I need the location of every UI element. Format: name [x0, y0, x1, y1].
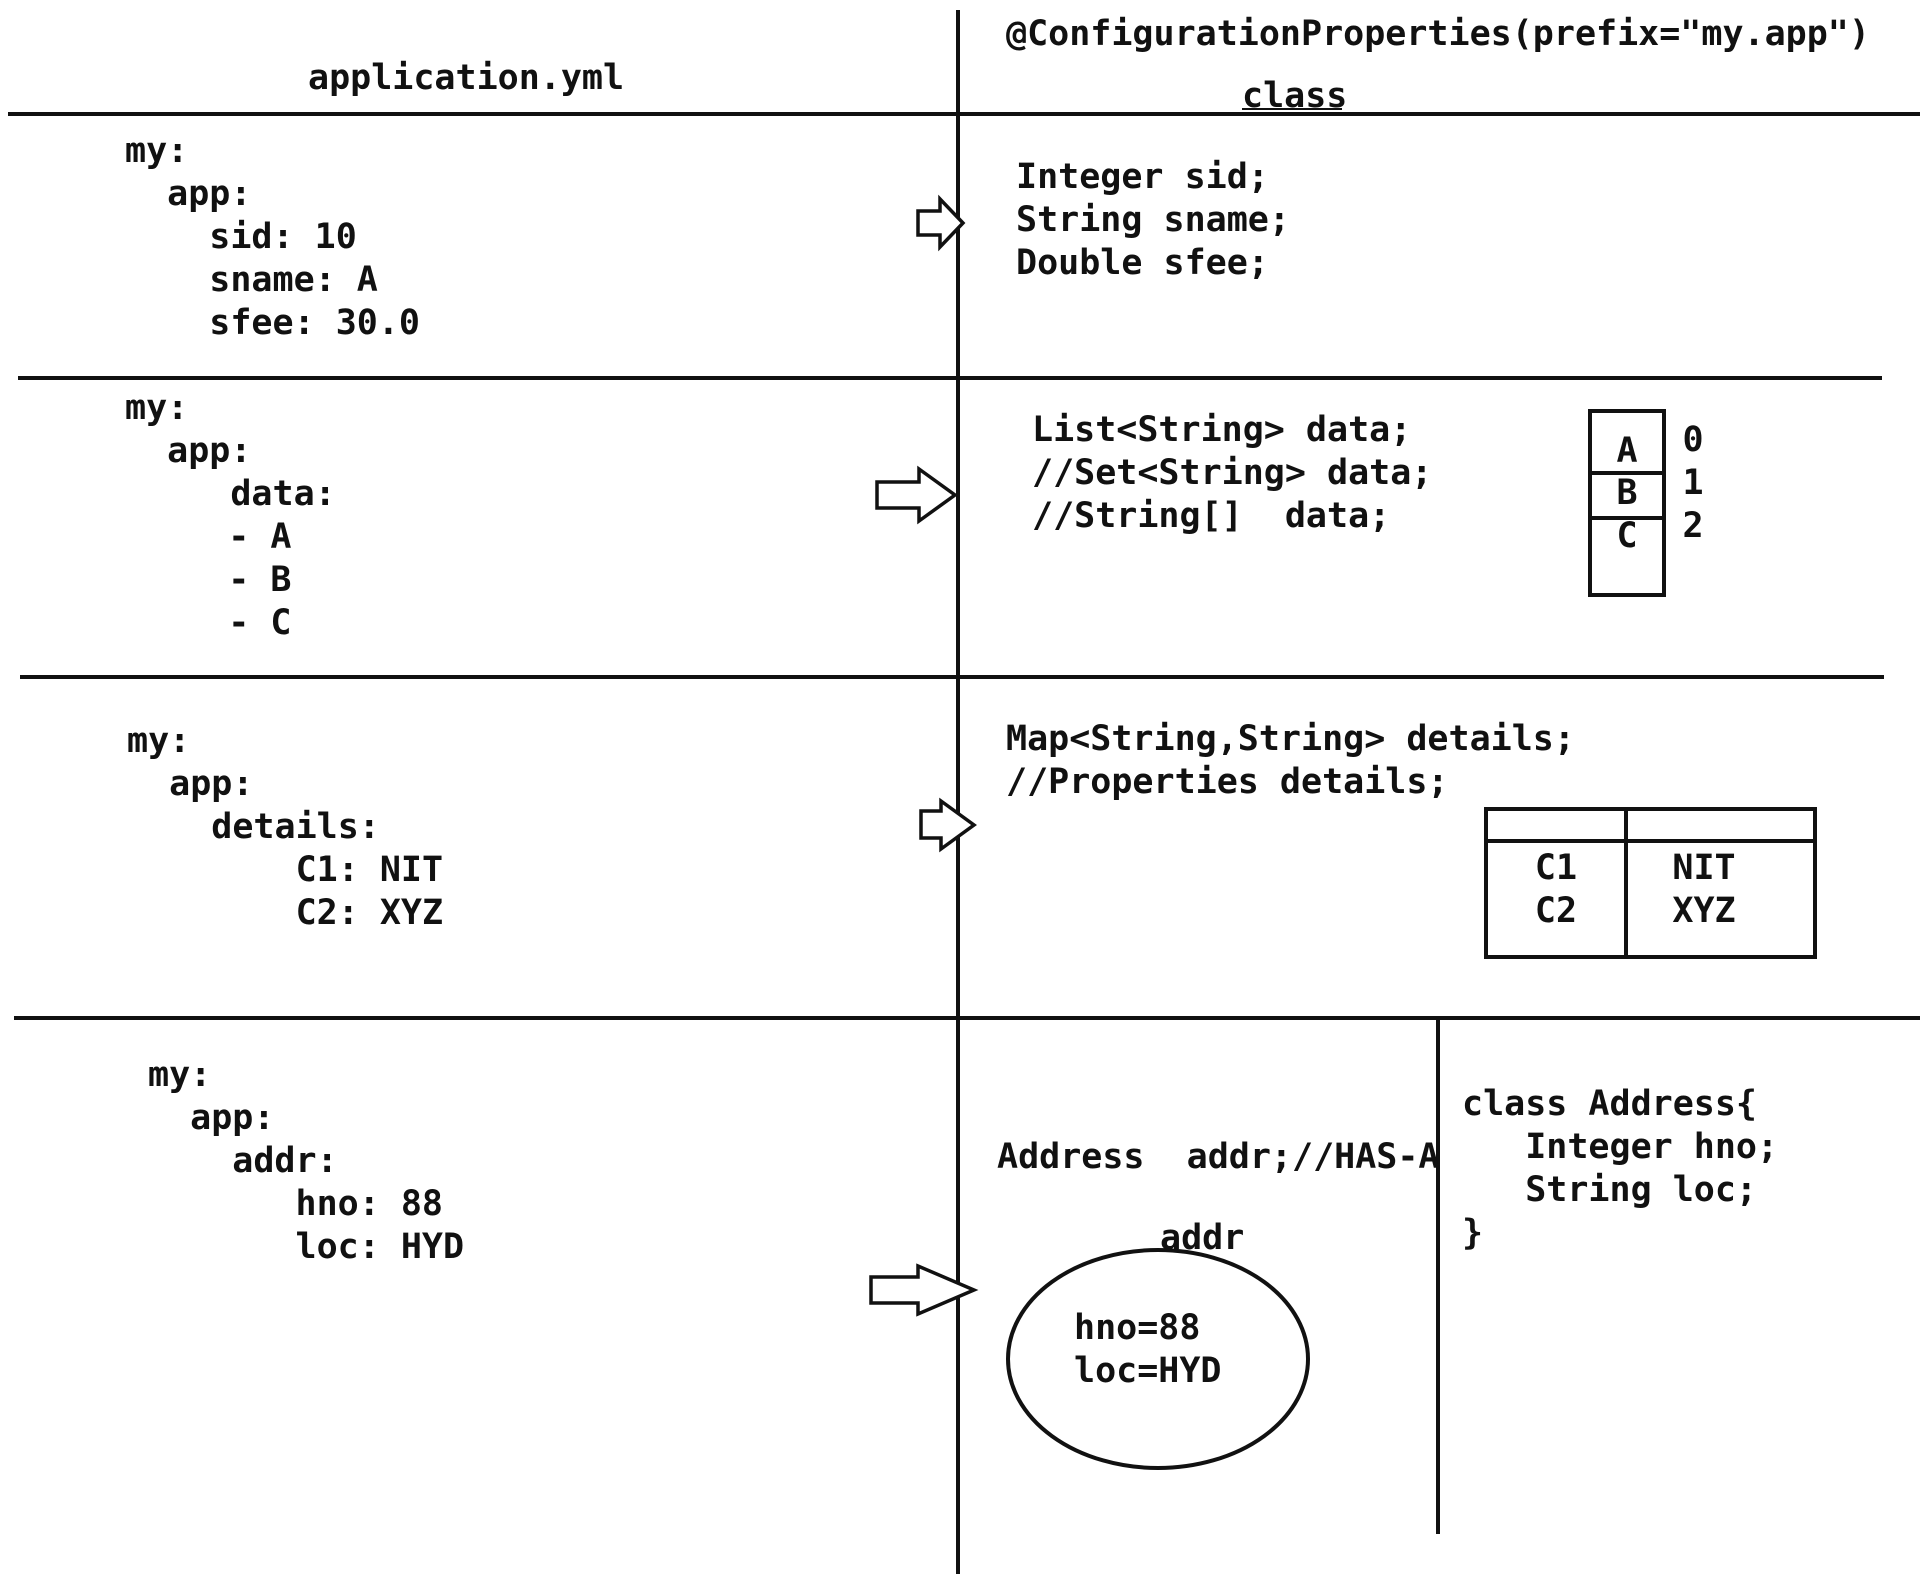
- java-line: //String[] data;: [1032, 496, 1391, 536]
- java-line: Map<String,String> details;: [1006, 719, 1575, 759]
- java-line: Double sfee;: [1016, 243, 1269, 283]
- class-def-line: String loc;: [1462, 1170, 1758, 1210]
- addr-object-ellipse: [1006, 1248, 1310, 1470]
- yaml-line: my:: [125, 131, 189, 171]
- array-value: A: [1616, 431, 1638, 471]
- map-key: C1: [1534, 848, 1578, 888]
- yaml-line: - C: [144, 603, 292, 643]
- map-key: C2: [1534, 891, 1578, 931]
- array-value: B: [1616, 473, 1638, 513]
- yaml-line: app:: [125, 174, 252, 214]
- java-line: Address addr;//HAS-A: [997, 1137, 1440, 1177]
- yaml-line: C1: NIT: [127, 850, 444, 890]
- class-def-line: }: [1462, 1213, 1484, 1253]
- yaml-line: sfee: 30.0: [125, 303, 421, 343]
- yaml-line: details:: [127, 807, 380, 847]
- yaml-line: my:: [148, 1055, 212, 1095]
- yaml-line: app:: [148, 1098, 275, 1138]
- map-value: XYZ: [1672, 891, 1736, 931]
- header-class-label: class: [1242, 76, 1348, 116]
- header-annotation: @ConfigurationProperties(prefix="my.app"…: [1006, 14, 1870, 54]
- object-field: hno=88: [1074, 1308, 1201, 1348]
- array-index: 1: [1682, 463, 1704, 503]
- yaml-line: data:: [125, 474, 336, 514]
- yaml-line: app:: [127, 764, 254, 804]
- arrow-icon: [919, 797, 977, 853]
- yaml-line: hno: 88: [148, 1184, 444, 1224]
- header-yaml-title: application.yml: [308, 58, 625, 98]
- yaml-line: C2: XYZ: [127, 893, 444, 933]
- arrow-icon: [869, 1263, 979, 1317]
- yaml-line: - A: [144, 517, 292, 557]
- array-box: [1588, 409, 1666, 597]
- object-label: addr: [1160, 1218, 1245, 1258]
- yaml-line: - B: [144, 560, 292, 600]
- map-value: NIT: [1672, 848, 1736, 888]
- java-line: String sname;: [1016, 200, 1290, 240]
- map-box: [1484, 807, 1817, 959]
- yaml-line: my:: [125, 388, 189, 428]
- yaml-line: sid: 10: [125, 217, 357, 257]
- yaml-line: loc: HYD: [148, 1227, 465, 1267]
- java-line: //Properties details;: [1006, 762, 1449, 802]
- object-field: loc=HYD: [1074, 1351, 1222, 1391]
- java-line: //Set<String> data;: [1032, 453, 1433, 493]
- array-index: 0: [1682, 420, 1704, 460]
- yaml-line: sname: A: [125, 260, 378, 300]
- arrow-icon: [875, 465, 958, 525]
- yaml-line: my:: [127, 721, 191, 761]
- yaml-line: addr:: [148, 1141, 338, 1181]
- array-index: 2: [1682, 506, 1704, 546]
- yaml-line: app:: [125, 431, 252, 471]
- java-line: Integer sid;: [1016, 157, 1269, 197]
- arrow-icon: [916, 194, 966, 252]
- java-line: List<String> data;: [1032, 410, 1412, 450]
- array-value: C: [1616, 516, 1638, 556]
- class-def-line: Integer hno;: [1462, 1127, 1779, 1167]
- class-def-line: class Address{: [1462, 1084, 1758, 1124]
